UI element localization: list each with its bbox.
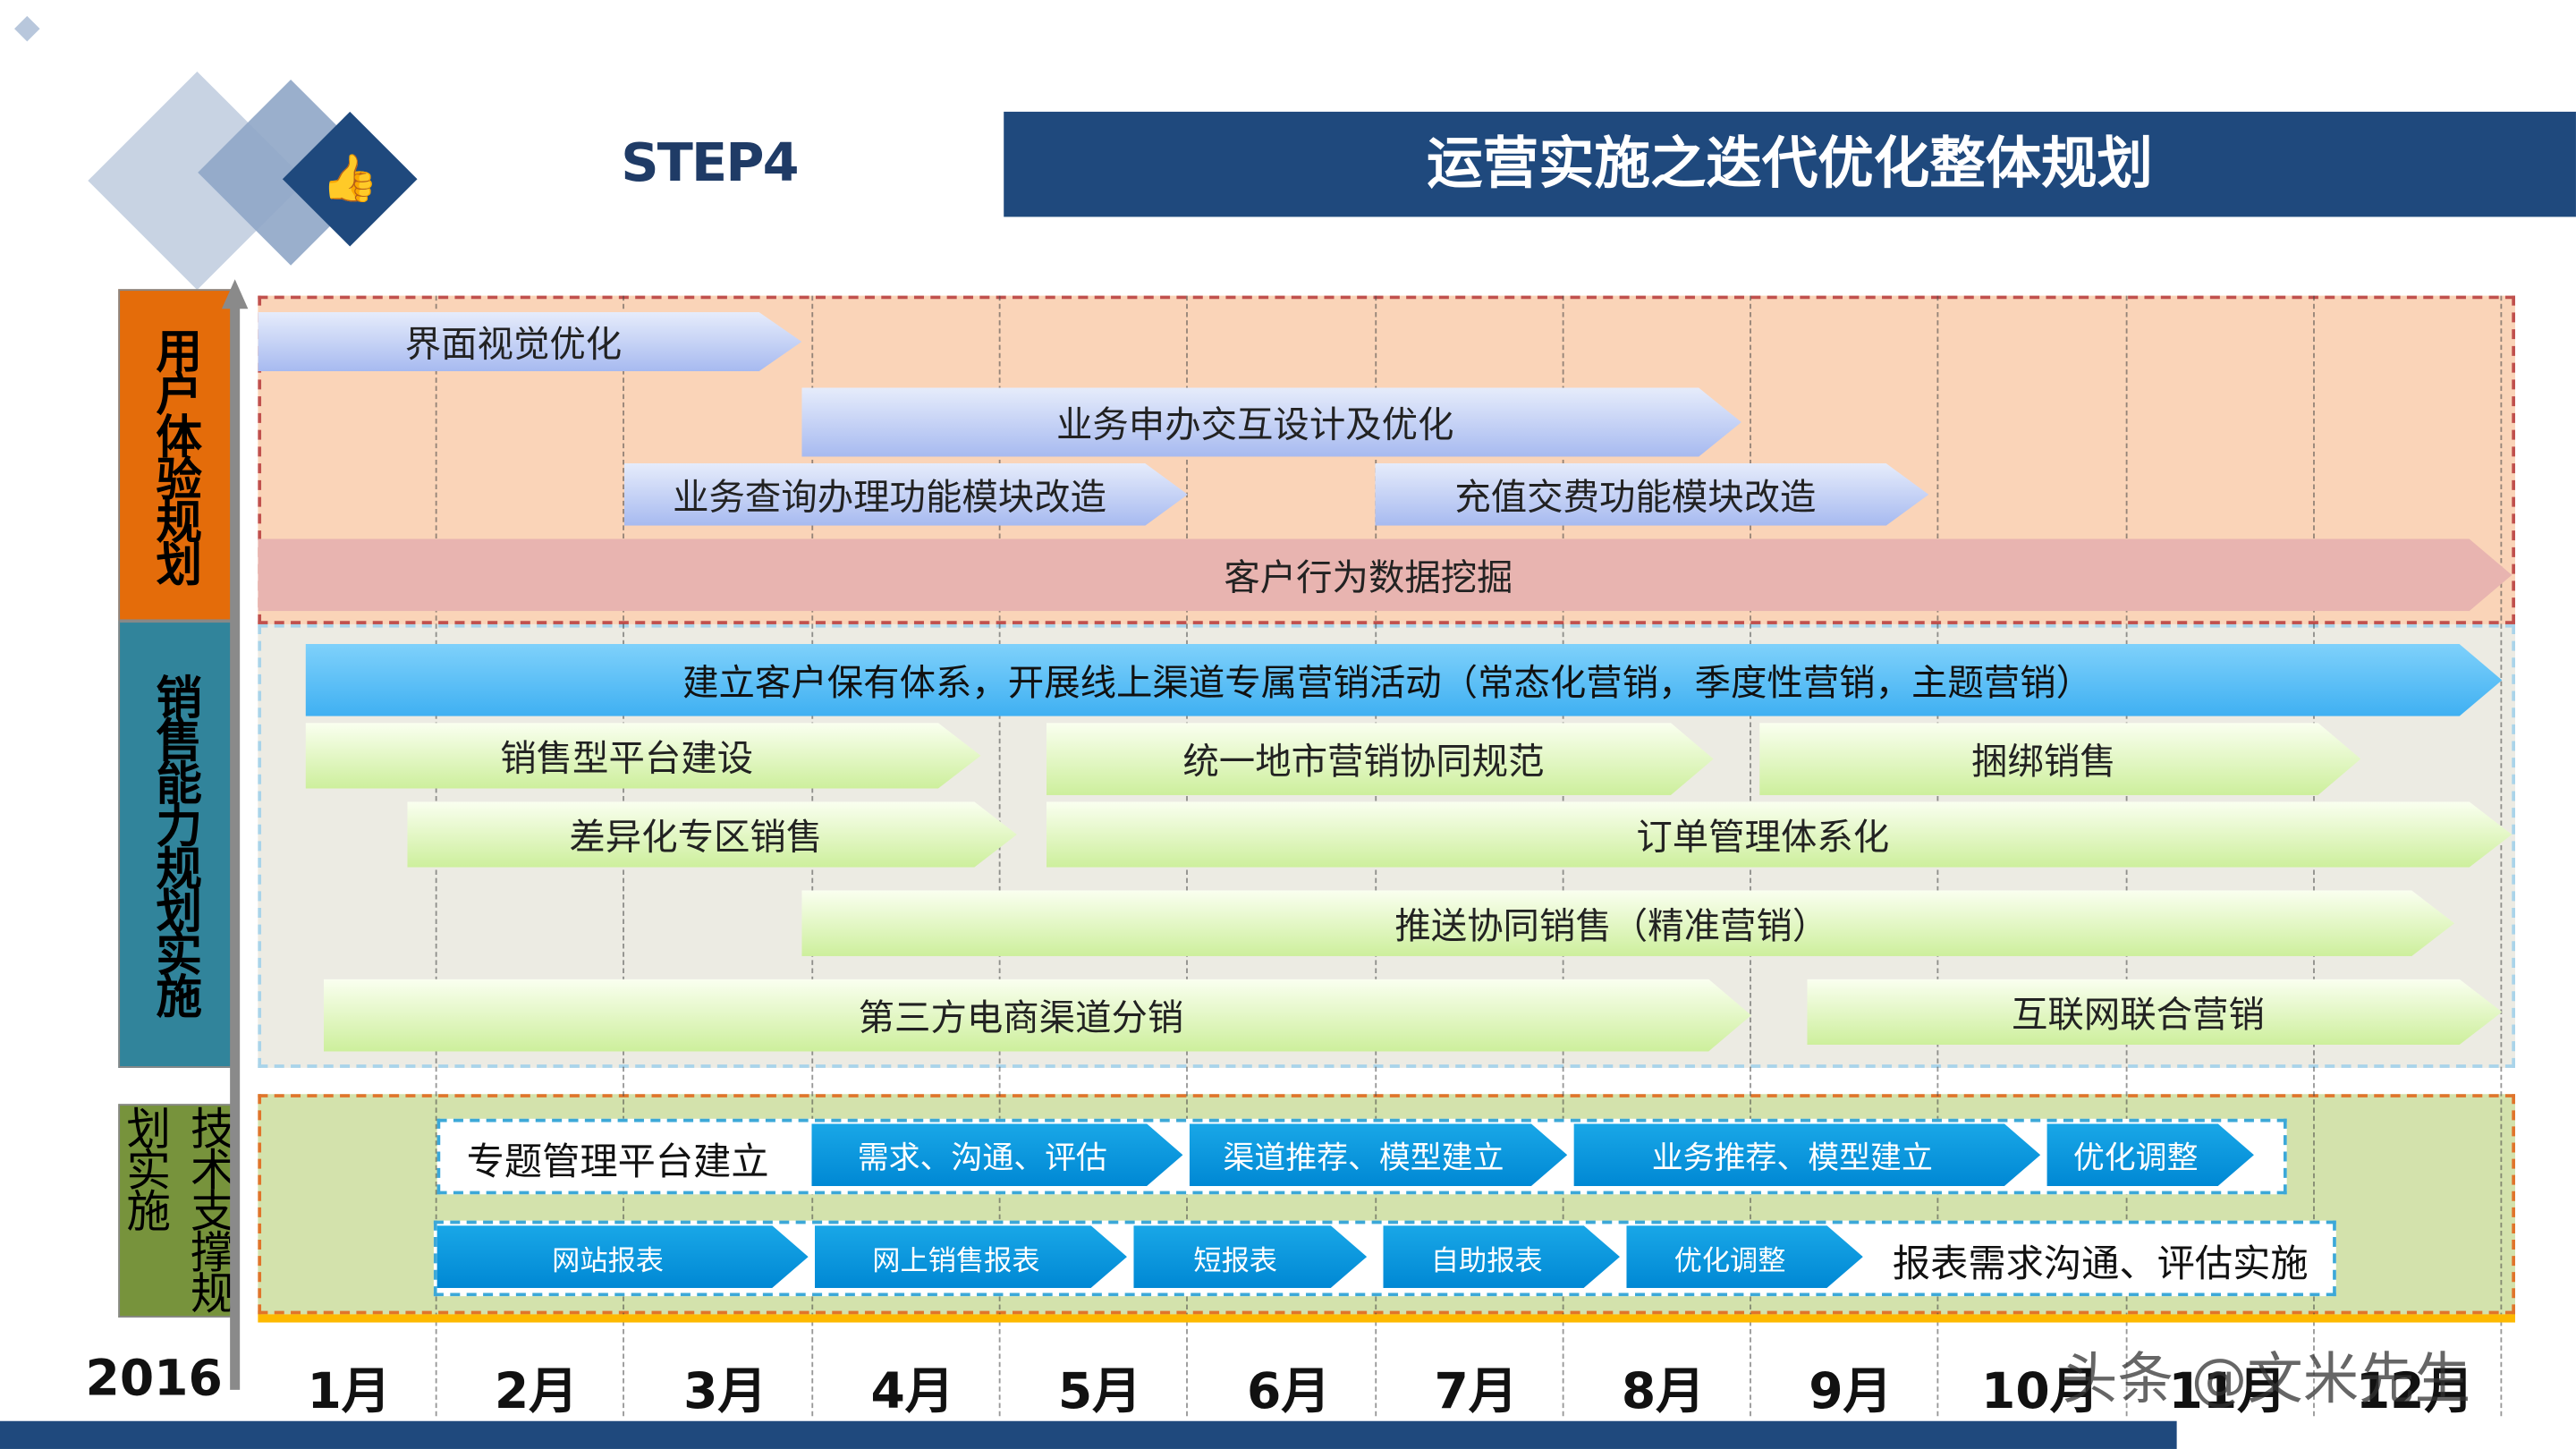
tech-step: 优化调整 bbox=[1626, 1225, 1862, 1288]
month-label: 10月 bbox=[1981, 1363, 2099, 1421]
category-tech: 技术支撑规划实施 bbox=[118, 1104, 233, 1318]
month-label: 5月 bbox=[1057, 1363, 1142, 1421]
thumbs-up-icon: 👍 bbox=[321, 150, 379, 206]
header-bar bbox=[1004, 111, 2576, 217]
task-bar: 界面视觉优化 bbox=[258, 312, 801, 371]
category-ux-label: 用户体验规划 bbox=[149, 326, 204, 584]
vertical-axis bbox=[230, 305, 241, 1390]
task-bar: 第三方电商渠道分销 bbox=[324, 979, 1751, 1052]
category-tech-label: 技术支撑规划实施 bbox=[118, 1106, 233, 1311]
tech-step: 短报表 bbox=[1133, 1225, 1367, 1288]
corner-diamond bbox=[14, 15, 40, 42]
tech-step: 网站报表 bbox=[437, 1225, 809, 1288]
tech-step: 网上销售报表 bbox=[815, 1225, 1127, 1288]
month-label: 4月 bbox=[870, 1363, 954, 1421]
tech-step: 需求、沟通、评估 bbox=[811, 1123, 1182, 1186]
axis-arrow-icon bbox=[221, 279, 249, 309]
footer-bar bbox=[0, 1420, 2177, 1449]
tech-step: 渠道推荐、模型建立 bbox=[1190, 1123, 1567, 1186]
task-bar: 充值交费功能模块改造 bbox=[1375, 463, 1928, 526]
month-label: 2月 bbox=[494, 1363, 579, 1421]
category-sales-label: 销售能力规划实施 bbox=[149, 674, 204, 1016]
tech-step: 优化调整 bbox=[2047, 1123, 2254, 1186]
tech-step: 自助报表 bbox=[1384, 1225, 1620, 1288]
year-label: 2016 bbox=[85, 1350, 223, 1409]
timeline-baseline bbox=[258, 1314, 2515, 1323]
task-bar: 捆绑销售 bbox=[1759, 723, 2360, 795]
task-bar: 订单管理体系化 bbox=[1046, 801, 2512, 867]
tech-step: 业务推荐、模型建立 bbox=[1574, 1123, 2041, 1186]
category-ux: 用户体验规划 bbox=[118, 289, 233, 622]
month-label: 3月 bbox=[683, 1363, 767, 1421]
task-bar: 销售型平台建设 bbox=[306, 723, 981, 788]
month-label: 7月 bbox=[1434, 1363, 1518, 1421]
month-label: 6月 bbox=[1247, 1363, 1331, 1421]
category-sales: 销售能力规划实施 bbox=[118, 621, 233, 1068]
month-gridline bbox=[2500, 295, 2503, 1417]
month-label: 1月 bbox=[307, 1363, 391, 1421]
task-bar: 统一地市营销协同规范 bbox=[1046, 723, 1714, 795]
month-gridline bbox=[998, 295, 1001, 1417]
month-label: 9月 bbox=[1809, 1363, 1893, 1421]
tech-row-1-lead: 专题管理平台建立 bbox=[466, 1141, 769, 1185]
month-label: 12月 bbox=[2355, 1363, 2474, 1421]
task-bar: 差异化专区销售 bbox=[408, 801, 1017, 867]
tech-row-2-trail: 报表需求沟通、评估实施 bbox=[1892, 1243, 2309, 1287]
step-label: STEP4 bbox=[621, 131, 799, 194]
task-bar: 客户行为数据挖掘 bbox=[258, 538, 2512, 611]
task-bar: 业务查询办理功能模块改造 bbox=[624, 463, 1188, 526]
watermark: 头条 @文米先生 bbox=[2062, 1347, 2471, 1413]
month-label: 11月 bbox=[2168, 1363, 2287, 1421]
task-bar: 业务申办交互设计及优化 bbox=[801, 387, 1741, 456]
task-bar: 建立客户保有体系，开展线上渠道专属营销活动（常态化营销，季度性营销，主题营销） bbox=[306, 644, 2503, 716]
task-bar: 互联网联合营销 bbox=[1807, 979, 2502, 1045]
month-label: 8月 bbox=[1621, 1363, 1706, 1421]
page-title: 运营实施之迭代优化整体规划 bbox=[1427, 131, 2153, 198]
task-bar: 推送协同销售（精准营销） bbox=[801, 890, 2454, 955]
